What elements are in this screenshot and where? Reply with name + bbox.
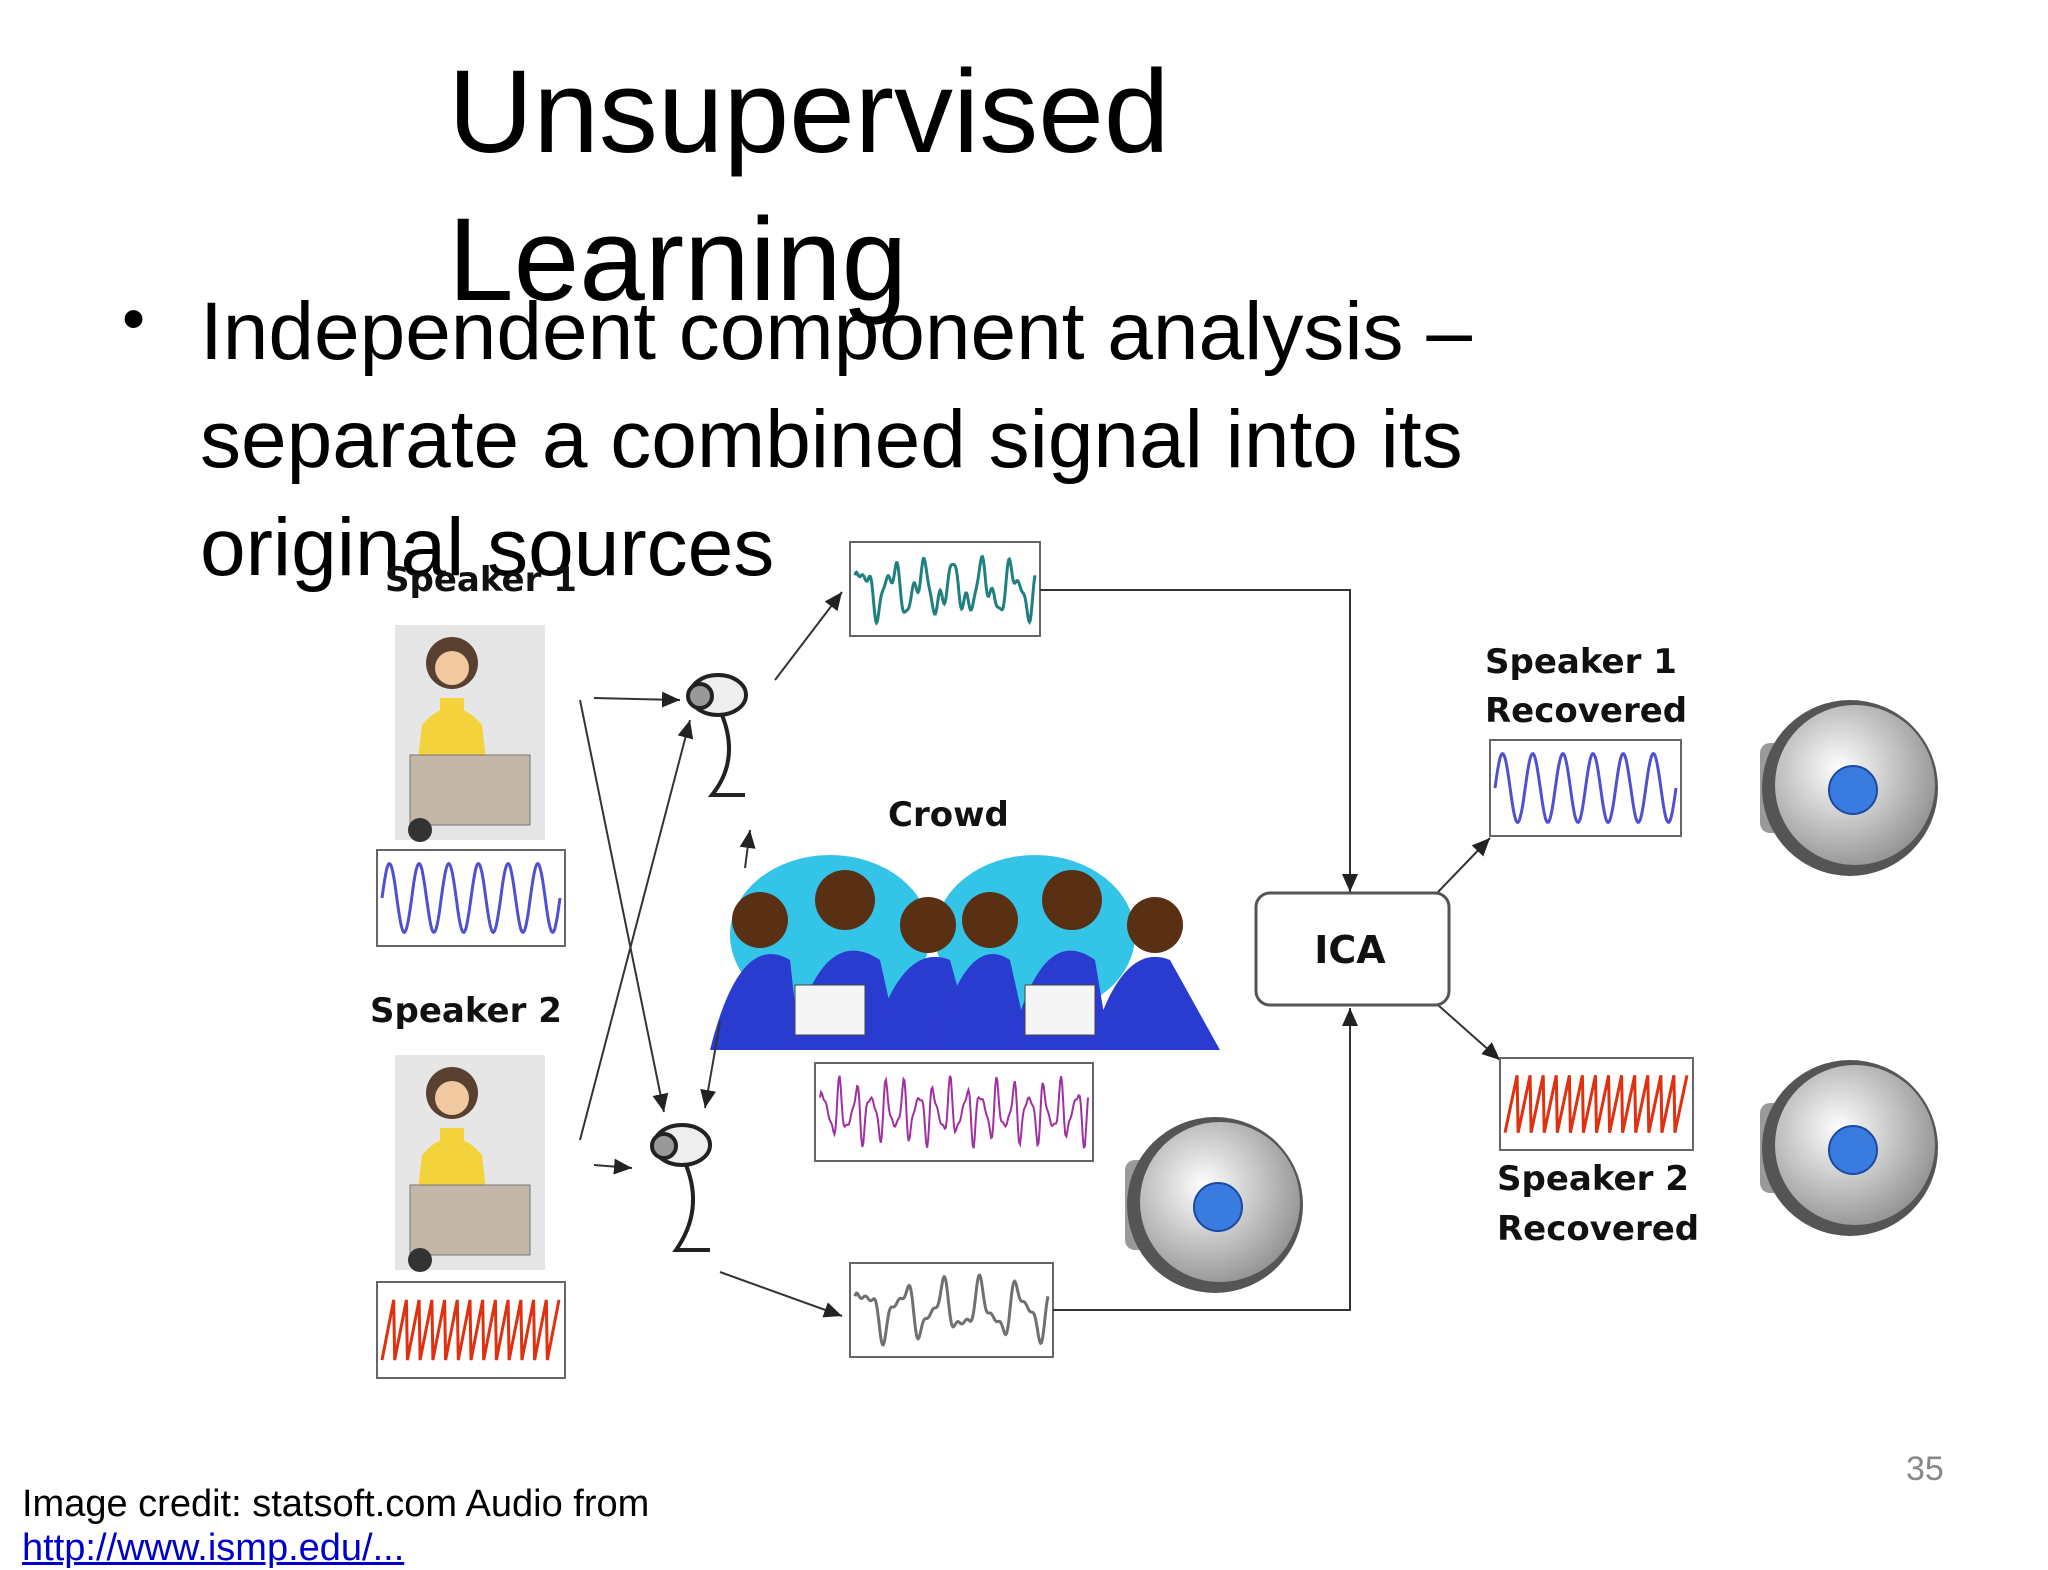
ica-box xyxy=(1254,891,1451,1007)
recovered2-label-line2: Recovered xyxy=(1497,1209,1699,1249)
recovered1-label-line2: Recovered xyxy=(1485,691,1687,731)
speaker2-person-icon xyxy=(395,1055,545,1272)
speaker1-person-icon xyxy=(395,625,545,842)
recovered1-label-line1: Speaker 1 xyxy=(1485,642,1677,682)
recovered2-label-line1: Speaker 2 xyxy=(1497,1159,1689,1199)
loudspeaker-icon[interactable] xyxy=(1760,700,1938,876)
ica-label: ICA xyxy=(1314,928,1386,972)
recovered2-wave xyxy=(1503,1074,1689,1134)
speaker1-label: Speaker 1 xyxy=(385,560,577,600)
crowd-label: Crowd xyxy=(888,795,1009,835)
crowd-wave xyxy=(819,1075,1089,1149)
signal-arrows xyxy=(579,589,1501,1318)
slide-title: Unsupervised Learning xyxy=(448,46,1170,326)
speaker1-wave xyxy=(380,861,562,935)
crowd-icon xyxy=(710,855,1220,1050)
mixed-signal1-wave xyxy=(853,554,1037,626)
mixed-signal2-wave xyxy=(853,1273,1050,1347)
bullet-text: Independent component analysis – separat… xyxy=(200,286,1472,593)
loudspeaker-icon[interactable] xyxy=(1125,1117,1303,1293)
mixed-signal1-waveform xyxy=(849,541,1041,637)
microphone1-icon xyxy=(686,673,748,797)
recovered1-wave xyxy=(1493,751,1678,825)
credit-text: Image credit: statsoft.com Audio from xyxy=(22,1483,650,1525)
page-number: 35 xyxy=(1906,1450,1944,1488)
speaker2-label: Speaker 2 xyxy=(370,991,562,1031)
microphone2-icon xyxy=(650,1123,712,1252)
ica-diagram: Speaker 1 Speaker 2 Crowd xyxy=(370,541,1938,1379)
speaker2-wave xyxy=(380,1299,561,1361)
bullet-marker: • xyxy=(122,281,146,355)
loudspeaker-icon[interactable] xyxy=(1760,1060,1938,1236)
